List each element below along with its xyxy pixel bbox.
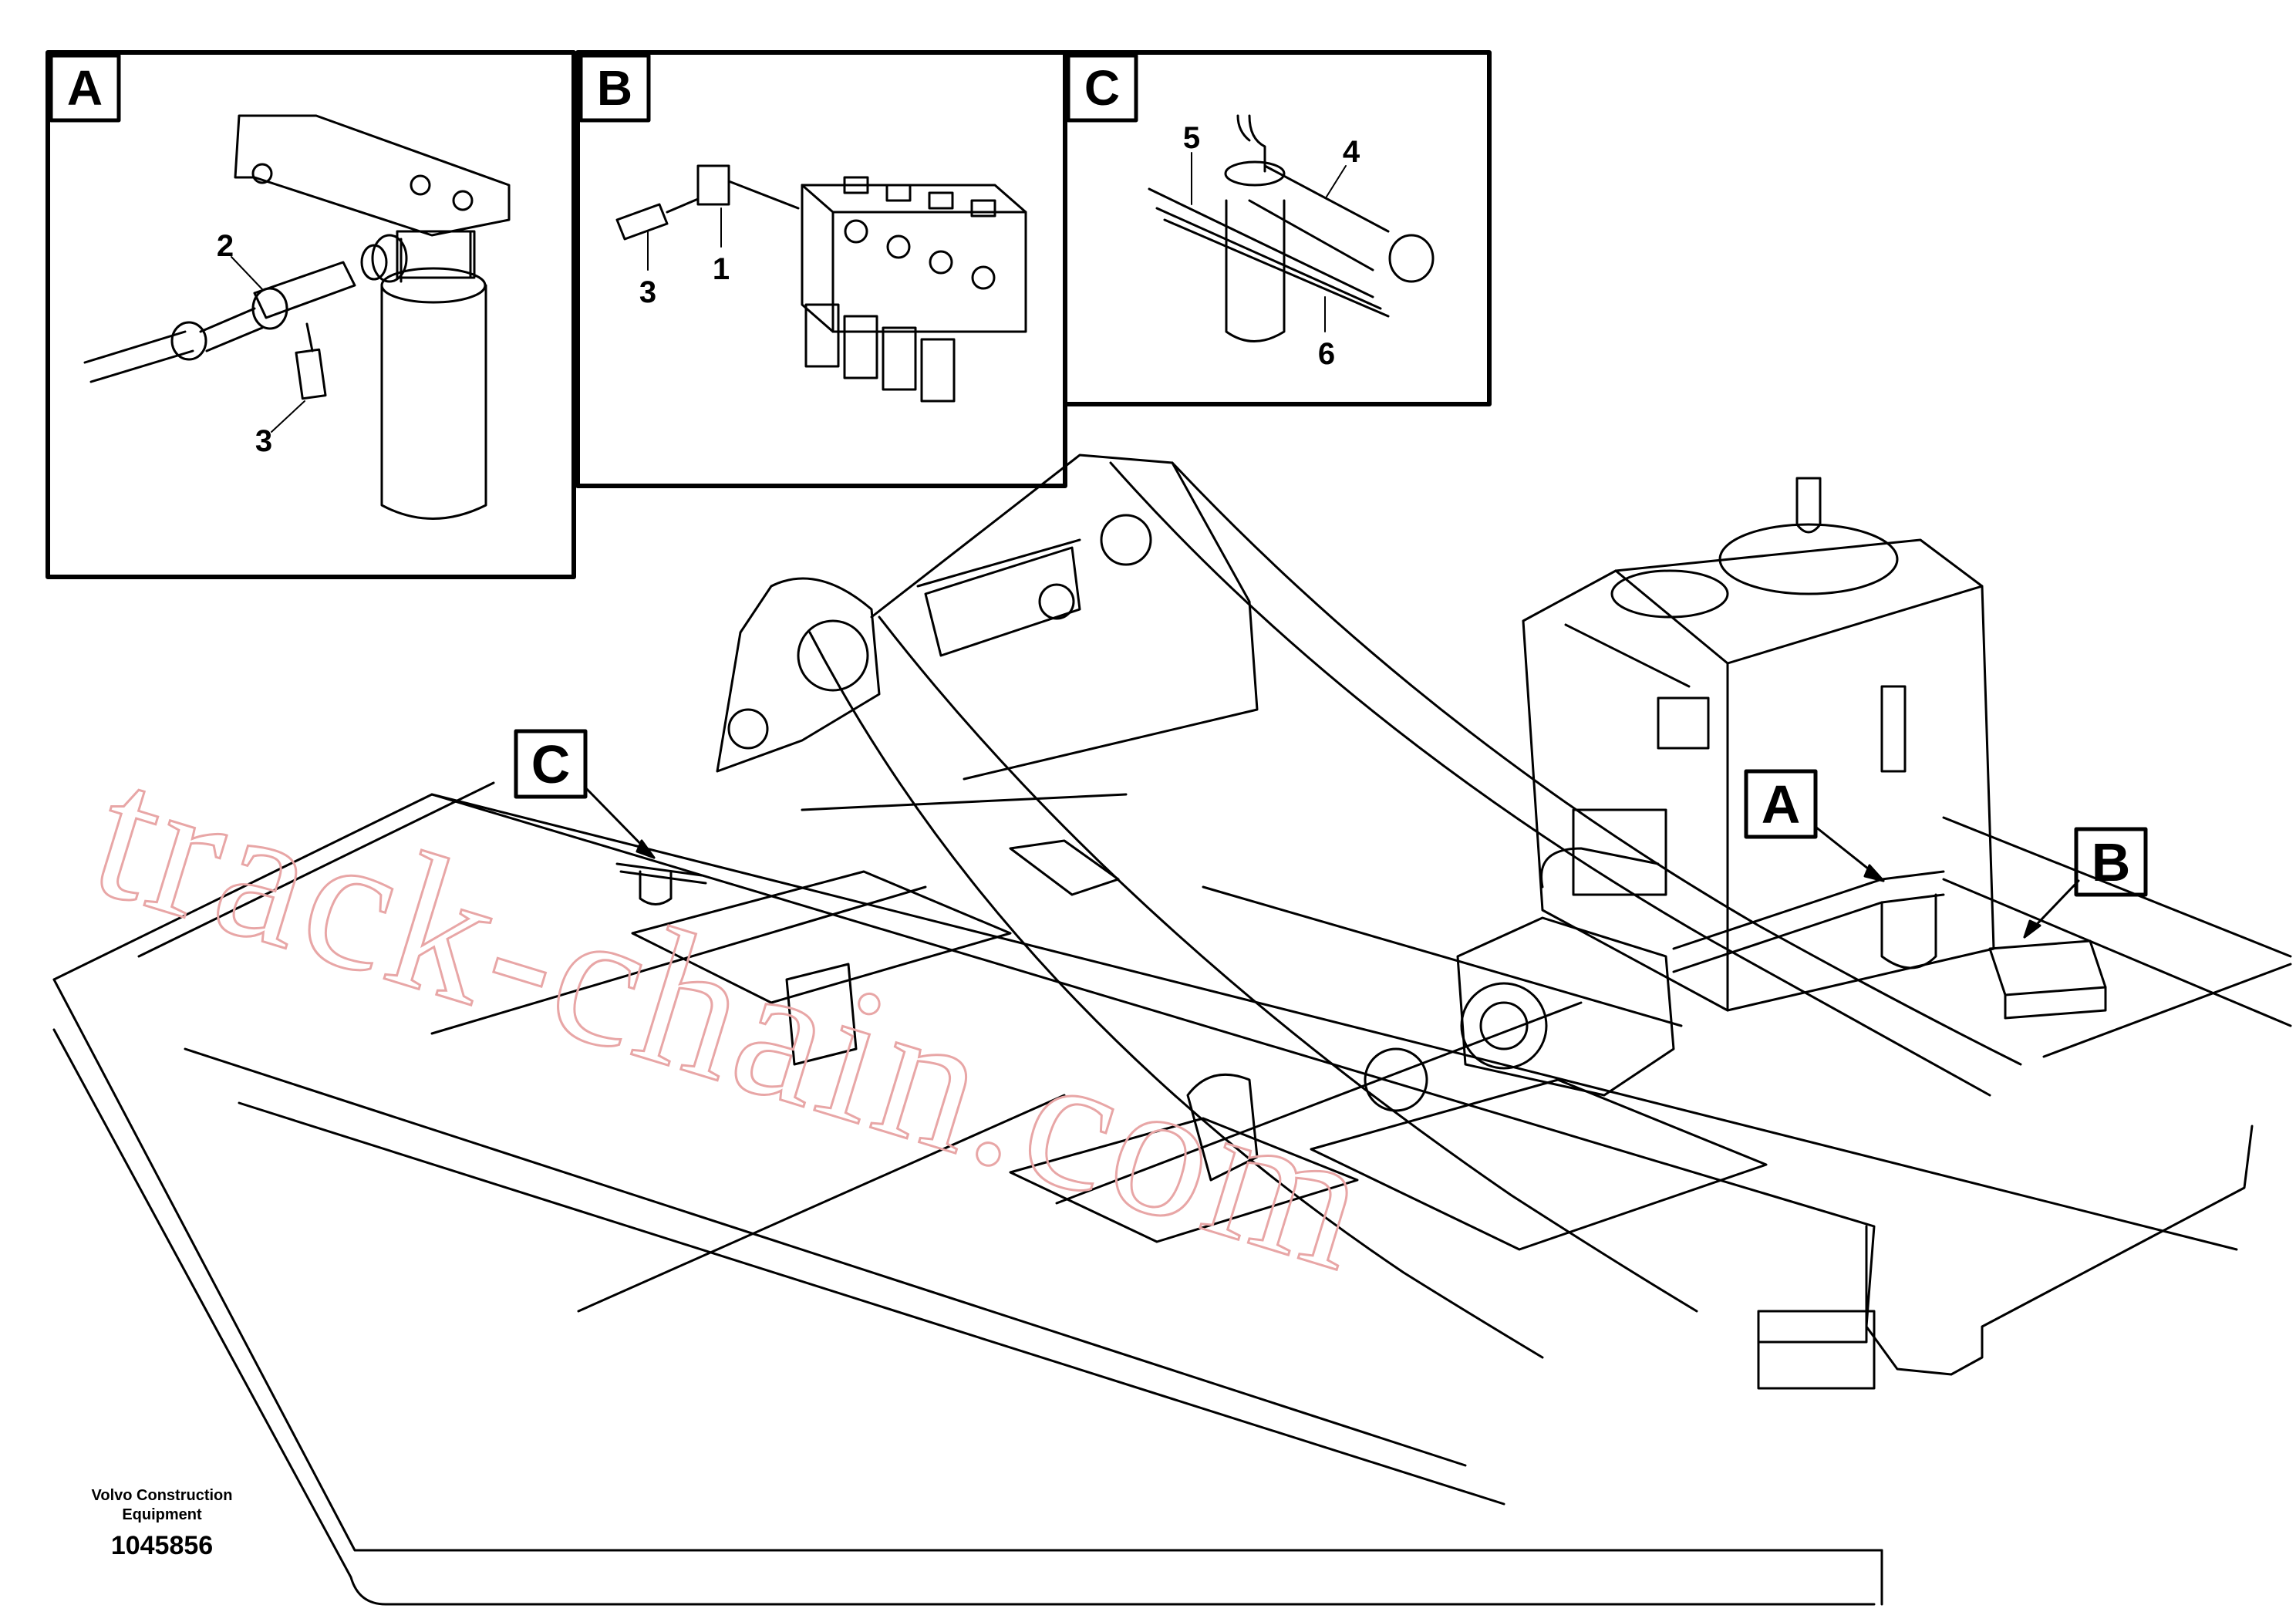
detail-a-letter: A xyxy=(67,60,103,116)
detail-box-c xyxy=(1063,50,1492,406)
company-name-line1: Volvo Construction xyxy=(92,1487,233,1504)
watermark: track-chain.com xyxy=(72,723,1394,1313)
detail-b-letter: B xyxy=(597,60,632,116)
detail-c-part-number: 6 xyxy=(1318,337,1335,371)
detail-box-a xyxy=(46,50,576,579)
detail-a-part-number: 2 xyxy=(217,229,234,263)
main-callouts xyxy=(514,729,2148,939)
callout-b-letter: B xyxy=(2092,832,2131,892)
callout-a-letter: A xyxy=(1762,774,1801,835)
callout-c-letter: C xyxy=(531,734,571,794)
machine-frame xyxy=(52,454,2292,1606)
drawing-number: 1045856 xyxy=(111,1531,213,1560)
detail-b-part-number: 3 xyxy=(639,275,656,309)
detail-a-part-number: 3 xyxy=(255,424,272,458)
detail-c-part-number: 4 xyxy=(1343,135,1360,169)
company-name-line2: Equipment xyxy=(122,1506,202,1523)
detail-c-letter: C xyxy=(1084,60,1120,116)
detail-c-part-number: 5 xyxy=(1183,121,1200,155)
detail-b-part-number: 1 xyxy=(713,252,730,286)
detail-box-b xyxy=(575,50,1067,488)
